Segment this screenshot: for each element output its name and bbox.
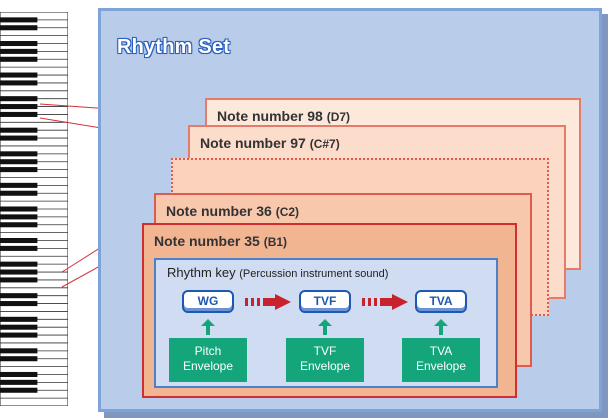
flow-arrow-icon bbox=[362, 294, 408, 310]
panel-title: Rhythm Set bbox=[117, 36, 231, 58]
black-key bbox=[0, 127, 38, 133]
black-key bbox=[0, 214, 38, 220]
black-key bbox=[0, 206, 38, 212]
black-key bbox=[0, 293, 38, 299]
up-arrow-icon bbox=[434, 319, 448, 335]
black-key bbox=[0, 80, 38, 86]
note-label: Note number 98 (D7) bbox=[217, 108, 351, 124]
black-key bbox=[0, 379, 38, 385]
black-key bbox=[0, 151, 38, 157]
black-key bbox=[0, 96, 38, 102]
black-key bbox=[0, 316, 38, 322]
black-key bbox=[0, 324, 38, 330]
black-key bbox=[0, 332, 38, 338]
black-key bbox=[0, 371, 38, 378]
black-key bbox=[0, 356, 38, 362]
black-key bbox=[0, 348, 38, 354]
rhythm-key-label: Rhythm key (Percussion instrument sound) bbox=[167, 265, 389, 280]
black-key bbox=[0, 269, 38, 275]
black-key bbox=[0, 245, 38, 251]
black-key bbox=[0, 190, 38, 196]
black-key bbox=[0, 387, 38, 393]
black-key bbox=[0, 277, 38, 283]
note-label: Note number 36 (C2) bbox=[166, 203, 300, 219]
black-key bbox=[0, 167, 38, 173]
piano-keyboard bbox=[0, 12, 68, 406]
up-arrow-icon bbox=[318, 319, 332, 335]
black-key bbox=[0, 237, 38, 244]
black-key bbox=[0, 40, 38, 47]
black-key bbox=[0, 135, 38, 141]
black-key bbox=[0, 222, 38, 228]
note-label: Note number 97 (C#7) bbox=[200, 135, 340, 151]
black-key bbox=[0, 159, 38, 165]
black-key bbox=[0, 72, 38, 78]
black-key bbox=[0, 261, 38, 267]
black-key bbox=[0, 111, 38, 117]
black-key bbox=[0, 104, 38, 110]
tvf-block: TVF bbox=[299, 290, 351, 313]
up-arrow-icon bbox=[201, 319, 215, 335]
black-key bbox=[0, 301, 38, 307]
black-key bbox=[0, 56, 38, 62]
wg-block: WG bbox=[182, 290, 234, 313]
black-key bbox=[0, 17, 38, 23]
note-label: Note number 35 (B1) bbox=[154, 233, 288, 249]
black-key bbox=[0, 25, 38, 31]
flow-arrow-icon bbox=[245, 294, 291, 310]
black-key bbox=[0, 48, 38, 54]
tva-block: TVA bbox=[415, 290, 467, 313]
black-key bbox=[0, 182, 38, 188]
